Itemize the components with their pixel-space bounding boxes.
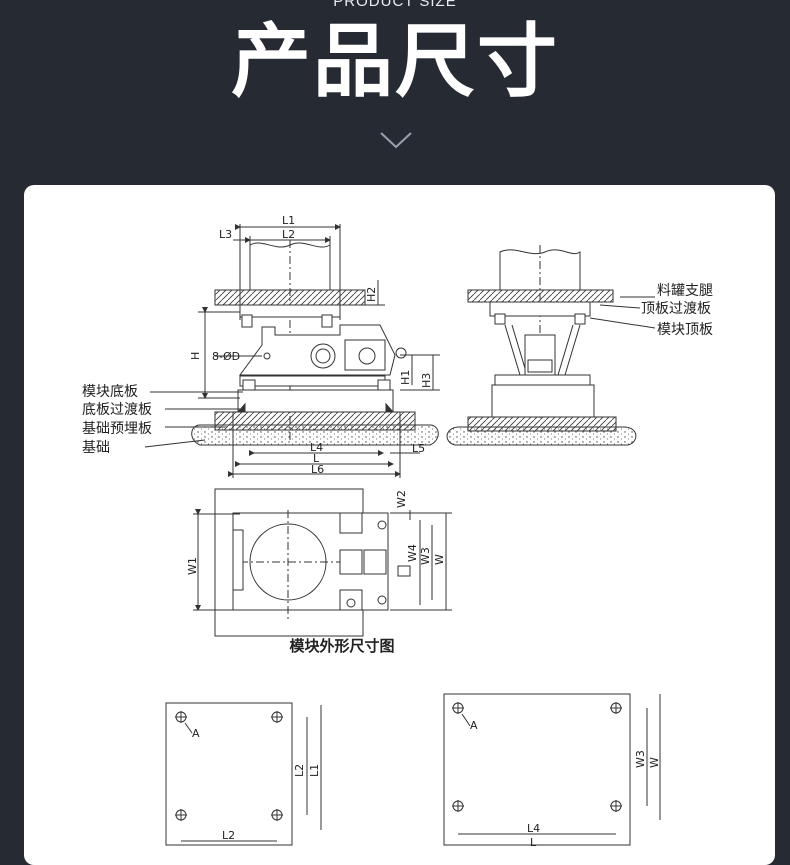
dimension-drawing: L1 L2 L3 L4 L5 L6 L H H1 H2 H3 W W1 W2 W… [82,214,713,849]
dim-l2-side: L2 [293,764,306,777]
part-labels: 模块底板 底板过渡板 基础预埋板 基础 料罐支腿 顶板过渡板 模块顶板 [82,283,713,456]
dim-l6: L6 [311,463,324,476]
page-subtitle: PRODUCT SIZE [333,0,457,10]
dim-l: L [313,452,320,465]
dim-l2-bottom: L2 [222,829,235,842]
dim-l-bottom: L [530,836,537,849]
dim-w4: W4 [406,544,419,562]
chevron-down-icon [380,132,412,149]
dim-a-right: A [470,719,478,732]
base-plate-view-left [165,702,322,846]
dimension-labels: L1 L2 L3 L4 L5 L6 L H H1 H2 H3 W W1 W2 W… [186,214,661,849]
dim-l3: L3 [219,228,232,241]
dim-w3-side: W3 [634,750,647,768]
dim-w-side: W [648,757,661,768]
label-module-base: 模块底板 [82,384,138,400]
label-tank-leg: 料罐支腿 [657,283,713,299]
base-plate-view-right [443,693,661,846]
page-title: 产品尺寸 [231,15,559,108]
dim-l5: L5 [412,442,425,455]
diagram-caption: 模块外形尺寸图 [289,637,395,655]
side-view [446,245,656,446]
dim-h: H [189,352,202,360]
dim-l1-side: L1 [308,764,321,777]
label-foundation-plate: 基础预埋板 [82,420,152,437]
dim-l4-bottom: L4 [527,822,540,835]
dim-a: A [192,727,200,740]
label-foundation: 基础 [82,439,110,456]
hole-label: 8-ØD [212,350,240,363]
dim-l4: L4 [310,441,323,454]
content-card: L1 L2 L3 L4 L5 L6 L H H1 H2 H3 W W1 W2 W… [24,185,775,865]
dim-h1: H1 [399,370,412,385]
dim-w3: W3 [419,547,432,565]
dim-l1: L1 [282,214,295,227]
label-base-transition: 底板过渡板 [82,402,152,418]
dim-w2: W2 [395,490,408,508]
hero-banner: PRODUCT SIZE 产品尺寸 [0,0,790,185]
dim-h2: H2 [365,287,378,302]
dim-w1: W1 [186,557,199,575]
dim-l2: L2 [282,228,295,241]
label-module-top: 模块顶板 [657,322,713,338]
label-top-transition: 顶板过渡板 [641,301,711,317]
front-view [144,224,440,478]
dim-h3: H3 [420,373,433,388]
top-view [193,488,452,637]
dim-w: W [433,554,446,565]
